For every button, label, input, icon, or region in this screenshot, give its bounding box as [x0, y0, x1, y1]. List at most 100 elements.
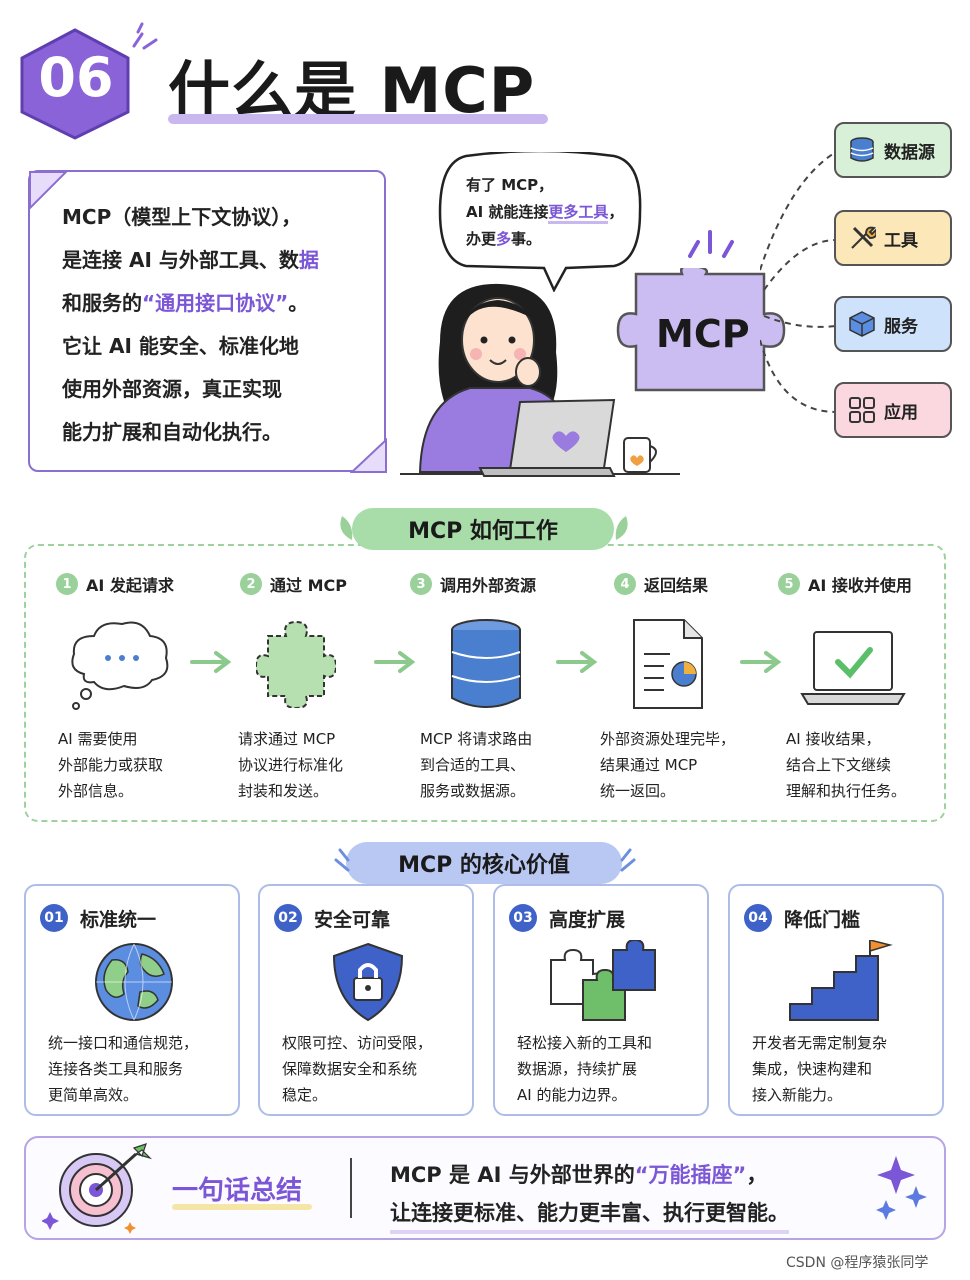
value-card-number: 02 — [274, 904, 302, 932]
spark-icon — [688, 230, 734, 258]
value-card-title: 01 标准统一 — [40, 904, 156, 932]
value-card-title-text: 降低门槛 — [784, 908, 861, 931]
bubble-line-3: 办更 — [466, 230, 497, 248]
step-5-desc-line: 理解和执行任务。 — [786, 782, 907, 800]
value-desc-line: 集成，快速构建和 — [752, 1060, 873, 1078]
summary-highlight: “万能插座” — [634, 1163, 747, 1187]
bubble-text: 有了 MCP， AI 就能连接更多工具， 办更多事。 — [466, 172, 623, 253]
value-card-desc: 开发者无需定制复杂 集成，快速构建和 接入新能力。 — [752, 1030, 887, 1108]
summary-label: 一句话总结 — [172, 1176, 303, 1206]
tools-icon — [851, 226, 876, 249]
thought-cloud-icon — [71, 621, 169, 710]
report-document-icon — [633, 619, 703, 709]
spark-left-icon — [334, 848, 350, 872]
target-service-label: 服务 — [884, 316, 918, 337]
step-5-desc: AI 接收结果， 结合上下文继续 理解和执行任务。 — [786, 726, 906, 804]
values-section-title: MCP 的核心价值 — [346, 842, 622, 884]
step-2-title-text: 通过 MCP — [270, 576, 347, 595]
database-server-icon — [451, 619, 521, 708]
summary-divider — [350, 1158, 352, 1218]
step-1-desc-line: AI 需要使用 — [58, 730, 138, 748]
intro-box — [28, 170, 386, 472]
hub-connectors — [760, 151, 837, 413]
step-5-title-text: AI 接收并使用 — [808, 576, 912, 595]
summary-label-underline — [172, 1204, 312, 1210]
intro-line-1: MCP（模型上下文协议）， — [62, 205, 302, 229]
arrow-right-icon — [740, 651, 782, 673]
girl-with-laptop-illustration — [400, 283, 680, 477]
summary-line-1: MCP 是 AI 与外部世界的 — [390, 1163, 635, 1187]
bubble-highlight-tools: 更多工具 — [548, 203, 609, 224]
step-3-title: 3 调用外部资源 — [410, 572, 536, 596]
watermark: CSDN @程序猿张同学 — [786, 1255, 929, 1271]
intro-line-4: 它让 AI 能安全、标准化地 — [62, 334, 299, 358]
globe-icon — [95, 943, 173, 1021]
step-1-desc-line: 外部信息。 — [58, 782, 134, 800]
step-3-desc-line: 到合适的工具、 — [420, 756, 526, 774]
value-desc-line: 权限可控、访问受限， — [282, 1034, 433, 1052]
step-2-desc-line: 封装和发送。 — [238, 782, 329, 800]
target-tool-label: 工具 — [884, 230, 918, 251]
value-desc-line: 数据源，持续扩展 — [517, 1060, 638, 1078]
target-tool: 工具 — [834, 210, 952, 266]
value-card-title-text: 高度扩展 — [549, 908, 626, 931]
step-4-number: 4 — [614, 573, 636, 595]
value-desc-line: 稳定。 — [282, 1086, 328, 1104]
step-2-desc-line: 协议进行标准化 — [238, 756, 344, 774]
step-3-title-text: 调用外部资源 — [440, 576, 537, 595]
intro-text: MCP（模型上下文协议）， 是连接 AI 与外部工具、数据 和服务的“通用接口协… — [62, 196, 319, 454]
summary-line-2: 让连接更标准、能力更丰富、执行更智能。 — [390, 1196, 789, 1234]
title-underline — [168, 114, 548, 124]
value-desc-line: 接入新能力。 — [752, 1086, 843, 1104]
step-1-desc: AI 需要使用 外部能力或获取 外部信息。 — [58, 726, 163, 804]
value-card-number: 01 — [40, 904, 68, 932]
number-badge — [20, 28, 130, 140]
arrow-right-icon — [374, 651, 416, 673]
intro-line-2-highlight: 据 — [298, 248, 319, 272]
target-datasource-label: 数据源 — [884, 142, 935, 163]
intro-line-5: 使用外部资源，真正实现 — [62, 377, 282, 401]
step-1-desc-line: 外部能力或获取 — [58, 756, 164, 774]
step-5-desc-line: AI 接收结果， — [786, 730, 881, 748]
intro-line-3: 和服务的 — [62, 291, 142, 315]
step-4-desc: 外部资源处理完毕， 结果通过 MCP 统一返回。 — [600, 726, 735, 804]
summary-line-1-end: ， — [746, 1163, 768, 1187]
bubble-line-2: AI 就能连接 — [466, 203, 549, 221]
cube-icon — [849, 311, 875, 337]
mcp-hub-label: MCP — [656, 312, 750, 356]
step-4-desc-line: 外部资源处理完毕， — [600, 730, 736, 748]
bubble-highlight-more: 多 — [496, 230, 512, 248]
leaf-left-icon — [340, 516, 353, 540]
summary-text: MCP 是 AI 与外部世界的“万能插座”， 让连接更标准、能力更丰富、执行更智… — [390, 1156, 789, 1234]
spark-right-icon — [620, 848, 636, 872]
step-3-number: 3 — [410, 573, 432, 595]
badge-number: 06 — [38, 46, 114, 109]
value-desc-line: 轻松接入新的工具和 — [517, 1034, 653, 1052]
step-5-desc-line: 结合上下文继续 — [786, 756, 892, 774]
step-4-desc-line: 结果通过 MCP — [600, 756, 698, 774]
step-1-number: 1 — [56, 573, 78, 595]
workflow-section-title: MCP 如何工作 — [352, 508, 614, 550]
target-app-label: 应用 — [884, 402, 918, 423]
value-card-title-text: 标准统一 — [80, 908, 157, 931]
laptop-check-icon — [800, 631, 906, 705]
intro-line-3-end: 。 — [288, 291, 309, 315]
value-desc-line: 更简单高效。 — [48, 1086, 139, 1104]
value-desc-line: 保障数据安全和系统 — [282, 1060, 418, 1078]
value-card-desc: 统一接口和通信规范， 连接各类工具和服务 更简单高效。 — [48, 1030, 198, 1108]
target-datasource: 数据源 — [834, 122, 952, 178]
stairs-flag-icon — [789, 940, 893, 1021]
arrow-right-icon — [556, 651, 598, 673]
app-grid-icon — [849, 397, 875, 423]
step-4-desc-line: 统一返回。 — [600, 782, 676, 800]
spark-lines-icon — [132, 22, 158, 50]
database-icon — [850, 137, 874, 162]
step-2-desc: 请求通过 MCP 协议进行标准化 封装和发送。 — [238, 726, 343, 804]
